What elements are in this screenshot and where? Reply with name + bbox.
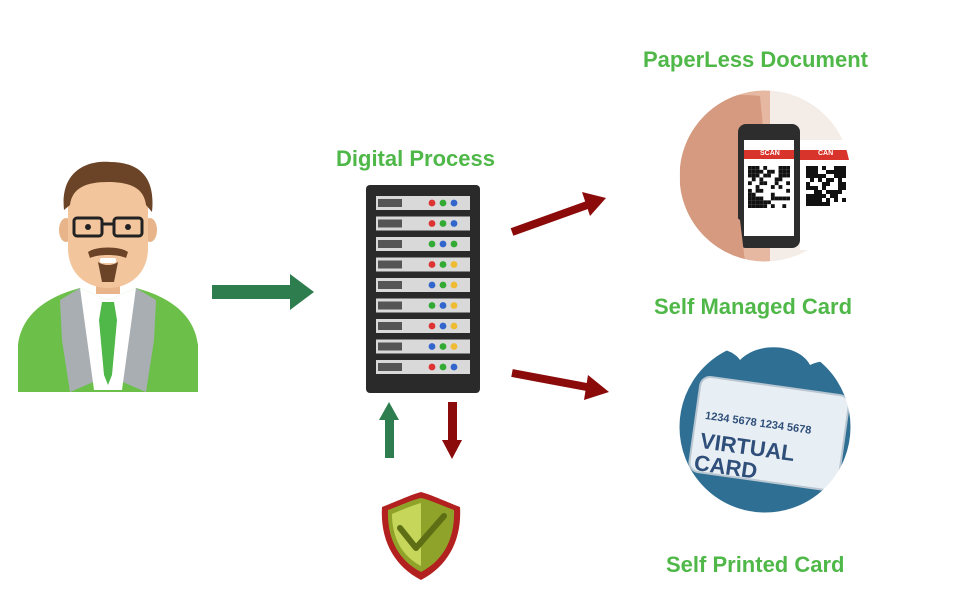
security-shield-icon — [381, 492, 461, 580]
server-status-light — [450, 363, 458, 371]
arrow-user-to-server — [212, 274, 314, 310]
server-status-light — [428, 322, 436, 330]
qr-scan-label: SCAN — [760, 150, 780, 157]
server-status-light — [428, 220, 436, 227]
server-status-light — [450, 240, 458, 248]
user-person-icon — [18, 161, 198, 392]
paperless-document-label: PaperLess Document — [643, 47, 868, 72]
server-status-light — [439, 261, 447, 268]
server-status-light — [439, 199, 447, 207]
server-status-light — [450, 220, 458, 227]
server-status-light — [450, 261, 458, 268]
server-status-light — [450, 302, 458, 309]
server-status-light — [439, 302, 447, 309]
arrow-server-to-paperless — [510, 192, 606, 236]
server-status-light — [428, 261, 436, 268]
digital-process-label: Digital Process — [336, 146, 495, 171]
server-status-light — [450, 322, 458, 330]
server-status-light — [439, 322, 447, 330]
arrow-shield-to-server — [379, 402, 399, 458]
arrow-server-to-shield — [442, 402, 462, 459]
server-status-light — [428, 281, 436, 289]
server-status-light — [450, 343, 458, 350]
self-managed-card-label: Self Managed Card — [654, 294, 853, 319]
qr-scan-label-background: CAN — [818, 150, 834, 157]
arrow-server-to-virtual-card — [511, 369, 609, 400]
virtual-card-image — [679, 341, 851, 513]
server-status-light — [428, 199, 436, 207]
server-status-light — [439, 220, 447, 227]
self-printed-card-label: Self Printed Card — [666, 552, 845, 577]
server-rack-icon — [366, 185, 480, 393]
server-status-light — [439, 343, 447, 350]
server-status-light — [439, 240, 447, 248]
server-status-light — [439, 281, 447, 289]
server-status-light — [428, 302, 436, 309]
server-status-light — [428, 363, 436, 371]
paperless-document-image — [679, 90, 851, 262]
server-status-light — [450, 281, 458, 289]
server-status-light — [439, 363, 447, 371]
server-status-light — [428, 240, 436, 248]
server-status-light — [428, 343, 436, 350]
server-status-light — [450, 199, 458, 207]
